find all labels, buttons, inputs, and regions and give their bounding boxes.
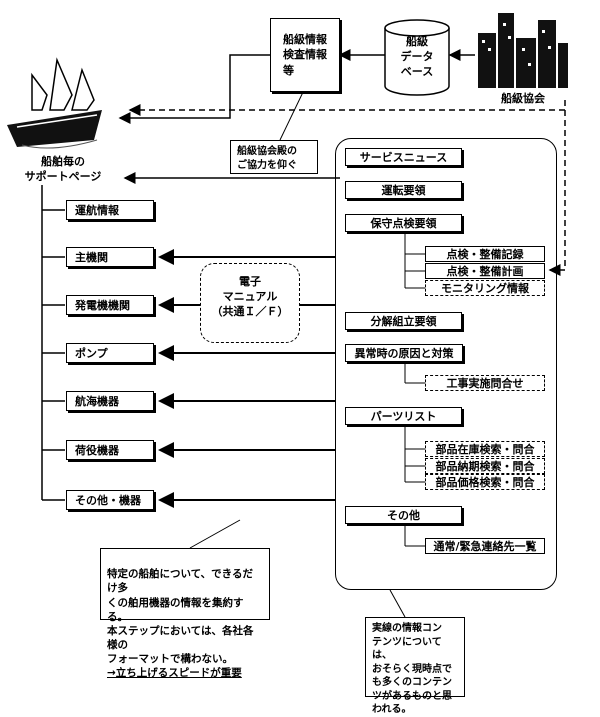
right-item-operation-guide[interactable]: 運転要領	[345, 181, 462, 199]
database-icon	[384, 19, 450, 96]
buildings-icon	[478, 13, 568, 88]
class-info-box: 船級情報 検査情報 等	[270, 18, 340, 92]
left-item-main-engine[interactable]: 主機関	[66, 247, 154, 267]
right-item-other[interactable]: その他	[345, 506, 462, 524]
right-item-disassembly-guide[interactable]: 分解組立要領	[345, 312, 462, 330]
left-item-pump[interactable]: ポンプ	[66, 343, 154, 363]
content-container	[335, 138, 557, 590]
left-item-generator[interactable]: 発電機機関	[66, 295, 154, 315]
sub-contact-list[interactable]: 通常/緊急連絡先一覧	[425, 538, 545, 554]
society-label: 船級協会	[501, 92, 545, 105]
left-item-operation[interactable]: 運航情報	[66, 200, 154, 220]
sub-parts-delivery[interactable]: 部品納期検索・問合	[425, 458, 545, 474]
sub-inspection-record[interactable]: 点検・整備記録	[425, 246, 545, 262]
database-label: 船級 データ ベース	[400, 35, 434, 78]
right-item-maintenance-guide[interactable]: 保守点検要領	[345, 214, 462, 232]
note-existing-contents: 実線の情報コン テンツについては、 おそらく現時点で も多くのコンテン ツがある…	[365, 617, 465, 715]
cooperation-callout: 船級協会殿の ご協力を仰ぐ	[230, 140, 318, 174]
sub-inspection-plan[interactable]: 点検・整備計画	[425, 263, 545, 279]
right-item-abnormal-measures[interactable]: 異常時の原因と対策	[345, 344, 463, 362]
right-item-service-news[interactable]: サービスニュース	[345, 148, 462, 166]
ship-label: 船舶毎の サポートページ	[24, 155, 102, 183]
sub-parts-stock[interactable]: 部品在庫検索・問合	[425, 441, 545, 457]
right-item-parts-list[interactable]: パーツリスト	[345, 407, 462, 425]
sub-monitoring-info[interactable]: モニタリング情報	[425, 280, 545, 296]
sub-parts-price[interactable]: 部品価格検索・問合	[425, 474, 545, 490]
ship-icon	[7, 57, 102, 149]
note-aggregate-emphasis: →立ち上げるスピードが重要	[107, 667, 242, 680]
note-aggregate-text: 特定の船舶について、できるだけ多 くの舶用機器の情報を集約する。 本ステップにお…	[107, 568, 254, 666]
sub-work-inquiry[interactable]: 工事実施問合せ	[425, 375, 545, 391]
left-item-other[interactable]: その他・機器	[66, 490, 154, 510]
electronic-manual	[200, 263, 300, 343]
left-item-cargo[interactable]: 荷役機器	[66, 440, 154, 460]
note-aggregate-info: 特定の船舶について、できるだけ多 くの舶用機器の情報を集約する。 本ステップにお…	[100, 548, 270, 679]
electronic-manual-label: 電子 マニュアル （共通Ｉ／Ｆ）	[211, 275, 289, 318]
left-item-navigation[interactable]: 航海機器	[66, 391, 154, 411]
